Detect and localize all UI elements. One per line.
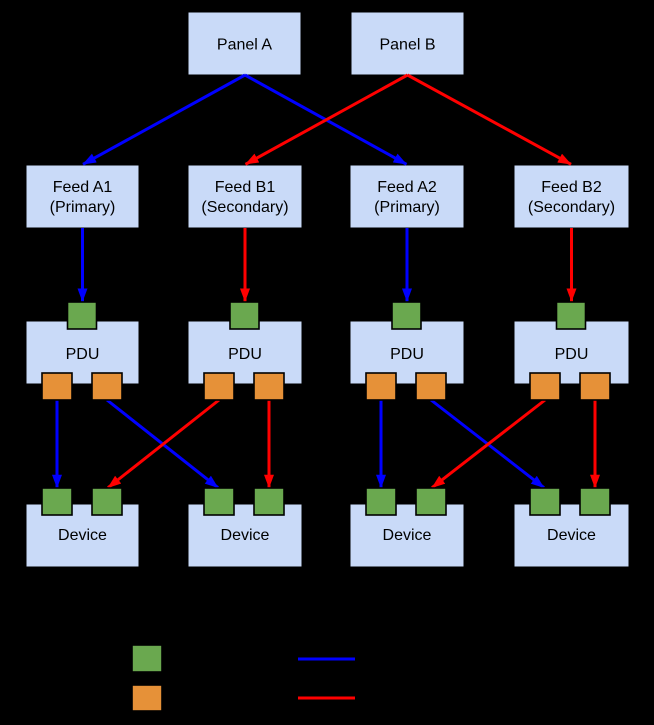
svg-text:(Primary): (Primary) xyxy=(50,199,116,216)
svg-text:Device: Device xyxy=(58,527,107,544)
svg-text:PDU: PDU xyxy=(66,346,100,363)
svg-text:Panel B: Panel B xyxy=(379,37,435,54)
svg-text:Feed B2: Feed B2 xyxy=(541,179,602,196)
svg-text:Feed A1: Feed A1 xyxy=(53,179,113,196)
svg-text:PDU: PDU xyxy=(555,346,589,363)
svg-text:PDU: PDU xyxy=(390,346,424,363)
svg-text:Device: Device xyxy=(383,527,432,544)
svg-text:(Primary): (Primary) xyxy=(374,199,440,216)
svg-text:Device: Device xyxy=(547,527,596,544)
svg-text:Feed B1: Feed B1 xyxy=(215,179,276,196)
svg-text:(Secondary): (Secondary) xyxy=(201,199,288,216)
svg-text:(Secondary): (Secondary) xyxy=(528,199,615,216)
svg-text:Panel A: Panel A xyxy=(217,37,272,54)
svg-text:PDU: PDU xyxy=(228,346,262,363)
svg-text:Feed A2: Feed A2 xyxy=(377,179,437,196)
svg-text:Device: Device xyxy=(221,527,270,544)
